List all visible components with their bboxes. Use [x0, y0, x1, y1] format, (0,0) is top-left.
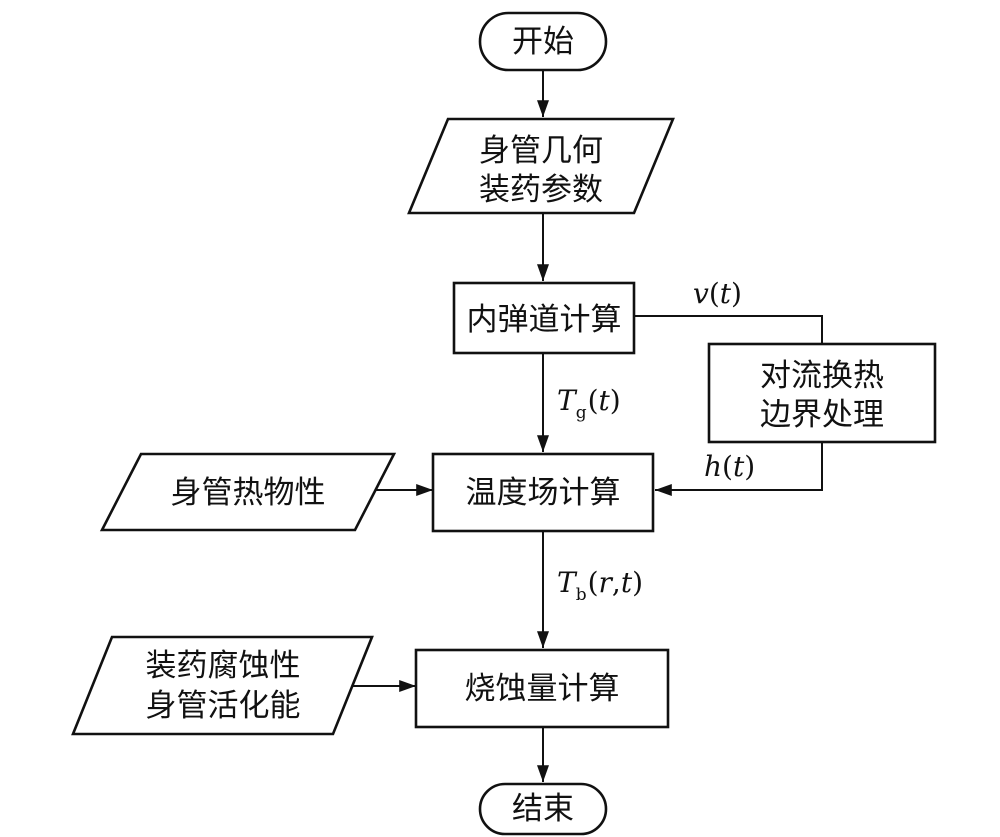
temperature-field-label: 温度场计算 — [466, 475, 621, 511]
input-geometry-label: 身管几何 — [479, 133, 603, 169]
interior-ballistics-label: 内弹道计算 — [467, 302, 622, 338]
erosion-amount-label: 烧蚀量计算 — [465, 671, 620, 707]
start-label: 开始 — [512, 24, 574, 60]
input-charge-label: 装药参数 — [479, 172, 603, 208]
end-terminator: 结束 — [478, 782, 608, 836]
process-erosion-amount: 烧蚀量计算 — [414, 648, 670, 729]
boundary-label: 边界处理 — [760, 397, 884, 433]
bore-temperature-label: Tb(r,t) — [557, 566, 643, 605]
arrow-convection-to-temperature — [655, 442, 823, 496]
process-interior-ballistics: 内弹道计算 — [452, 281, 636, 355]
erosion-charge-label: 装药腐蚀性 — [146, 648, 301, 684]
thermal-properties-label: 身管热物性 — [171, 475, 326, 511]
process-temperature-field: 温度场计算 — [431, 452, 655, 533]
process-convection-boundary: 对流换热 边界处理 — [707, 342, 937, 444]
input-geometry-charge: 身管几何 装药参数 — [407, 117, 675, 215]
input-thermal-properties: 身管热物性 — [99, 452, 397, 532]
activation-energy-label: 身管活化能 — [146, 688, 301, 724]
start-terminator: 开始 — [478, 11, 608, 72]
input-erosion-properties: 装药腐蚀性 身管活化能 — [71, 635, 374, 736]
gas-temperature-label: Tg(t) — [557, 384, 621, 423]
velocity-label: v(t) — [693, 277, 742, 310]
end-label: 结束 — [512, 791, 574, 827]
line-ballistics-to-convection — [634, 315, 823, 344]
convection-label: 对流换热 — [760, 358, 884, 394]
heat-coefficient-label: h(t) — [704, 450, 755, 483]
